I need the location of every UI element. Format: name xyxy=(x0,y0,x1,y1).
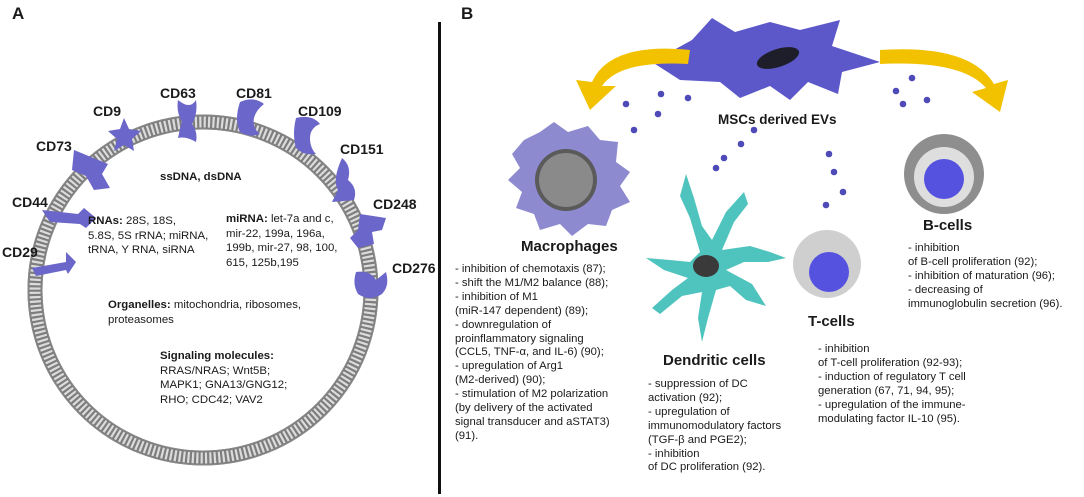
marker-label-cd248: CD248 xyxy=(373,196,417,212)
rnas-text: 28S, 18S, xyxy=(125,215,177,227)
dendritic-title: Dendritic cells xyxy=(663,352,766,369)
cd73-protein xyxy=(72,150,110,190)
bcells-effects: - inhibition of B-cell proliferation (92… xyxy=(908,242,1063,310)
ev-dots xyxy=(622,74,931,209)
mirna-line: mir-22, 199a, 196a, xyxy=(226,227,325,240)
tcells-title: T-cells xyxy=(808,313,855,330)
cd248-protein xyxy=(350,214,386,248)
dendritic-cell xyxy=(646,174,786,342)
cd44-protein xyxy=(42,208,96,228)
panel-divider xyxy=(438,22,441,494)
rnas-line: 5.8S, 5S rRNA; miRNA, xyxy=(88,229,209,242)
marker-label-cd276: CD276 xyxy=(392,260,436,276)
msc-cell xyxy=(652,18,880,100)
signaling-line: RRAS/NRAS; Wnt5B; xyxy=(160,364,271,377)
bcells-title: B-cells xyxy=(923,217,973,234)
organelles-block: Organelles: mitochondria, ribosomes, pro… xyxy=(108,298,301,327)
rnas-block: RNAs: 28S, 18S, 5.8S, 5S rRNA; miRNA, tR… xyxy=(88,214,208,258)
marker-label-cd109: CD109 xyxy=(298,103,342,119)
macrophage-cell xyxy=(508,122,630,236)
marker-label-cd81: CD81 xyxy=(236,85,272,101)
mirna-text: let-7a and c, xyxy=(270,213,334,225)
macrophages-title: Macrophages xyxy=(521,238,618,255)
dna-label: ssDNA, dsDNA xyxy=(160,171,242,183)
cd151-protein xyxy=(332,158,356,202)
organelles-line: proteasomes xyxy=(108,313,174,326)
marker-label-cd29: CD29 xyxy=(2,244,38,260)
b-cell xyxy=(904,134,984,214)
cd63-protein xyxy=(177,100,197,142)
cd276-protein xyxy=(354,271,388,298)
signaling-line: RHO; CDC42; VAV2 xyxy=(160,393,263,406)
rnas-line: tRNA, Y RNA, siRNA xyxy=(88,244,195,257)
cd29-protein xyxy=(32,252,76,276)
rnas-label: RNAs: xyxy=(88,215,123,227)
signaling-block: Signaling molecules: RRAS/NRAS; Wnt5B; M… xyxy=(160,349,287,407)
left-arrow-icon xyxy=(576,48,690,110)
mirna-block: miRNA: let-7a and c, mir-22, 199a, 196a,… xyxy=(226,212,337,270)
marker-label-cd44: CD44 xyxy=(12,194,48,210)
tcells-effects: - inhibition of T-cell proliferation (92… xyxy=(818,343,966,425)
organelles-text: mitochondria, ribosomes, xyxy=(173,299,302,311)
marker-label-cd73: CD73 xyxy=(36,138,72,154)
cd9-protein xyxy=(108,118,141,151)
evs-label: MSCs derived EVs xyxy=(718,112,837,127)
marker-label-cd63: CD63 xyxy=(160,85,196,101)
t-cell xyxy=(793,230,861,298)
panel-b-letter: B xyxy=(461,4,474,23)
cd-marker-shapes xyxy=(32,99,388,298)
signaling-label: Signaling molecules: xyxy=(160,350,274,362)
panel-a-letter: A xyxy=(12,4,25,23)
mirna-line: 615, 125b,195 xyxy=(226,256,299,269)
cd109-protein xyxy=(294,116,320,155)
signaling-line: MAPK1; GNA13/GNG12; xyxy=(160,379,288,392)
right-arrow-icon xyxy=(880,49,1008,112)
macrophages-effects: - inhibition of chemotaxis (87); - shift… xyxy=(455,263,610,442)
marker-label-cd151: CD151 xyxy=(340,141,384,157)
organelles-label: Organelles: xyxy=(108,299,171,311)
cd81-protein xyxy=(237,99,264,136)
yellow-arrows xyxy=(576,48,1008,112)
mirna-label: miRNA: xyxy=(226,213,268,225)
mirna-line: 199b, mir-27, 98, 100, xyxy=(226,242,338,255)
marker-label-cd9: CD9 xyxy=(93,103,122,119)
dendritic-effects: - suppression of DC activation (92); - u… xyxy=(648,378,782,474)
